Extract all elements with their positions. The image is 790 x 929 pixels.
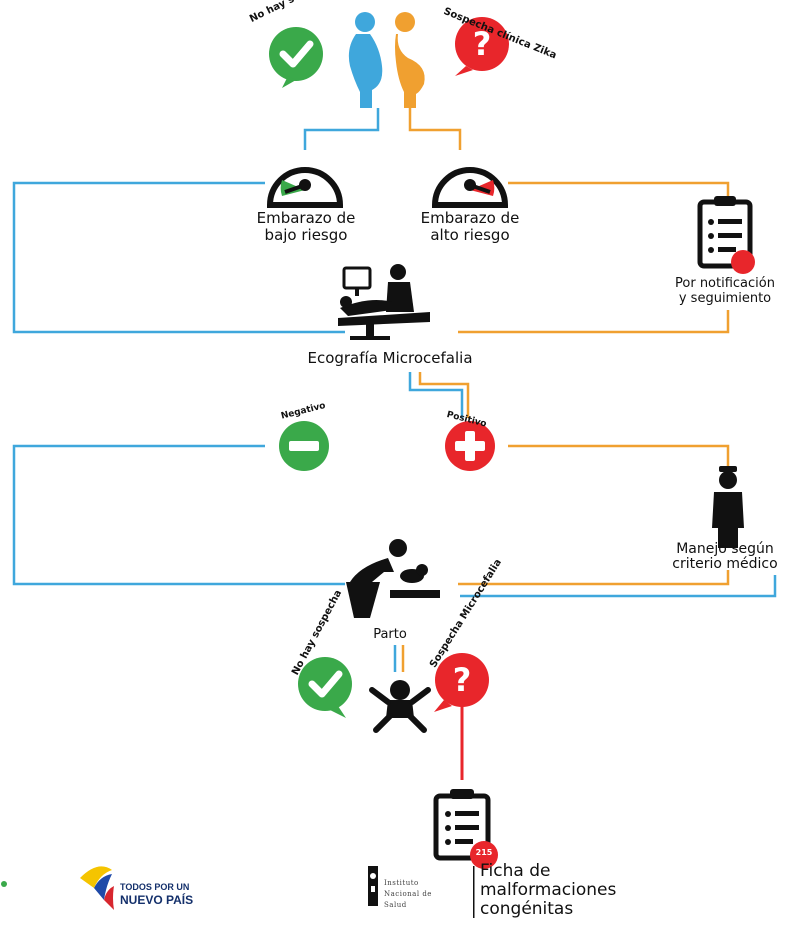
institute-name-line2: Nacional de [384, 890, 432, 898]
gauge-low-icon [266, 167, 344, 208]
label-notification-line1: Por notificación [675, 276, 775, 291]
orange-loop-2 [508, 444, 730, 470]
orange-loop-1 [508, 181, 730, 200]
gov-logo-line2: NUEVO PAÍS [120, 893, 194, 907]
colombia-flag-icon [80, 866, 114, 910]
question-badge-icon-bottom: ? [434, 653, 489, 712]
pregnant-woman-orange-icon [395, 12, 425, 108]
label-notification: Por notificación y seguimiento [660, 276, 790, 306]
check-badge-icon-top [269, 27, 323, 88]
ultrasound-exam-icon [338, 264, 430, 340]
negative-badge-icon [279, 421, 329, 471]
clipboard-form-icon [433, 789, 498, 869]
orange-loop-1b [458, 310, 730, 334]
label-ultrasound: Ecografía Microcefalia [307, 349, 473, 367]
svg-text:?: ? [473, 25, 492, 63]
form-code-badge: 215 [475, 848, 493, 857]
gov-logo-line1: TODOS POR UN [120, 882, 190, 892]
label-high-risk-line2: alto riesgo [430, 226, 510, 244]
orange-line-top [408, 108, 462, 150]
institute-name: Instituto Nacional de Salud [384, 878, 432, 911]
label-high-risk: Embarazo de alto riesgo [410, 210, 530, 244]
label-medical-line2: criterio médico [672, 556, 778, 572]
check-badge-icon-bottom [298, 657, 352, 718]
clipboard-notification-icon [697, 196, 755, 274]
orange-line-echo [418, 372, 470, 418]
blue-bottom-right [460, 575, 777, 598]
label-notification-line2: y seguimiento [678, 291, 772, 306]
footer-title-line3: congénitas [480, 899, 574, 919]
blue-line-top [303, 108, 380, 150]
footer-title-line2: malformaciones [480, 880, 617, 900]
diaper-change-icon [346, 539, 440, 618]
doctor-icon [712, 466, 744, 548]
blue-connectors [12, 108, 777, 672]
label-medical: Manejo según criterio médico [660, 542, 790, 572]
label-low-risk-line2: bajo riesgo [264, 226, 348, 244]
orange-loop-2b [458, 570, 730, 586]
label-medical-line1: Manejo según [676, 541, 774, 557]
baby-icon [369, 680, 431, 733]
gauge-high-icon [431, 167, 509, 208]
footer-title: Ficha de malformaciones congénitas [480, 862, 616, 919]
institute-logo-icon [368, 866, 475, 918]
orange-connectors [401, 108, 730, 672]
small-logo-icon [1, 881, 7, 887]
label-low-risk: Embarazo de bajo riesgo [246, 210, 366, 244]
label-high-risk-line1: Embarazo de [420, 209, 520, 227]
blue-loop-2 [12, 444, 345, 586]
positive-badge-icon [445, 421, 495, 471]
blue-line-echo [408, 372, 464, 418]
label-low-risk-line1: Embarazo de [256, 209, 356, 227]
svg-text:?: ? [453, 661, 472, 699]
blue-loop-1 [12, 181, 345, 334]
footer-title-line1: Ficha de [480, 861, 551, 881]
label-birth: Parto [373, 627, 407, 642]
institute-name-line3: Salud [384, 901, 407, 909]
question-badge-icon-top: ? [455, 17, 509, 76]
institute-name-line1: Instituto [384, 879, 419, 887]
pregnant-woman-blue-icon [348, 12, 383, 108]
